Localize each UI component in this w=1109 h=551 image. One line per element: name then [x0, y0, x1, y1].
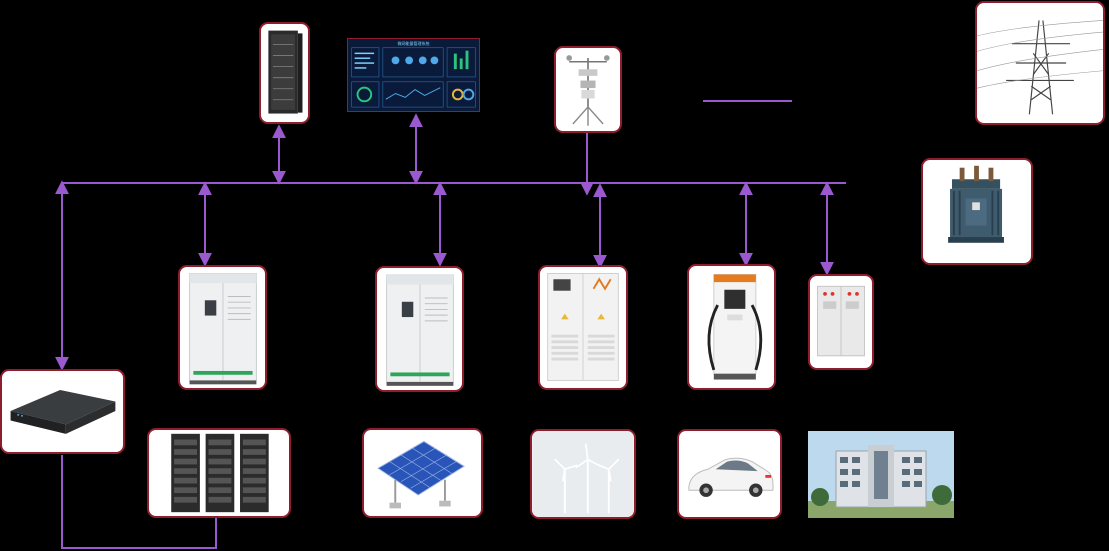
electric-car-card [677, 429, 782, 519]
monitor-screen-icon [351, 47, 476, 108]
battery-rack-card [147, 428, 291, 518]
server-cabinet-card [259, 22, 310, 124]
gateway-icon [10, 390, 116, 434]
server-cabinet-icon [268, 30, 303, 114]
switchgear-card [808, 274, 874, 370]
solar-panel-icon [377, 440, 465, 509]
inverter-card [538, 265, 628, 390]
wind-turbine-card [530, 429, 636, 519]
building-icon [808, 431, 954, 518]
inverter-icon [547, 273, 619, 382]
weather-station-card [554, 46, 622, 133]
battery-rack-icon [171, 433, 269, 513]
weather-station-icon [566, 55, 610, 126]
pcs-cabinet-card-1 [178, 265, 267, 390]
ev-charger-icon [707, 273, 763, 380]
solar-panel-card [362, 428, 483, 518]
electric-car-icon [688, 457, 774, 497]
dashboard-title: 微网能量管理系统 [397, 41, 430, 46]
wind-turbine-icon [532, 431, 634, 517]
transformer-card [921, 158, 1033, 265]
power-tower-icon [977, 20, 1103, 115]
building-card [808, 431, 954, 518]
gateway-card [0, 369, 125, 454]
monitor-screen-card: 微网能量管理系统 [347, 38, 480, 112]
link-gateway-battery [61, 455, 217, 549]
pcs-cabinet-icon-2 [386, 274, 454, 386]
transformer-icon [948, 165, 1004, 243]
pcs-cabinet-icon [189, 273, 257, 385]
switchgear-icon [817, 285, 865, 357]
ev-charger-card [687, 264, 776, 390]
pcs-cabinet-card-2 [375, 266, 464, 392]
power-tower-card [975, 1, 1105, 125]
